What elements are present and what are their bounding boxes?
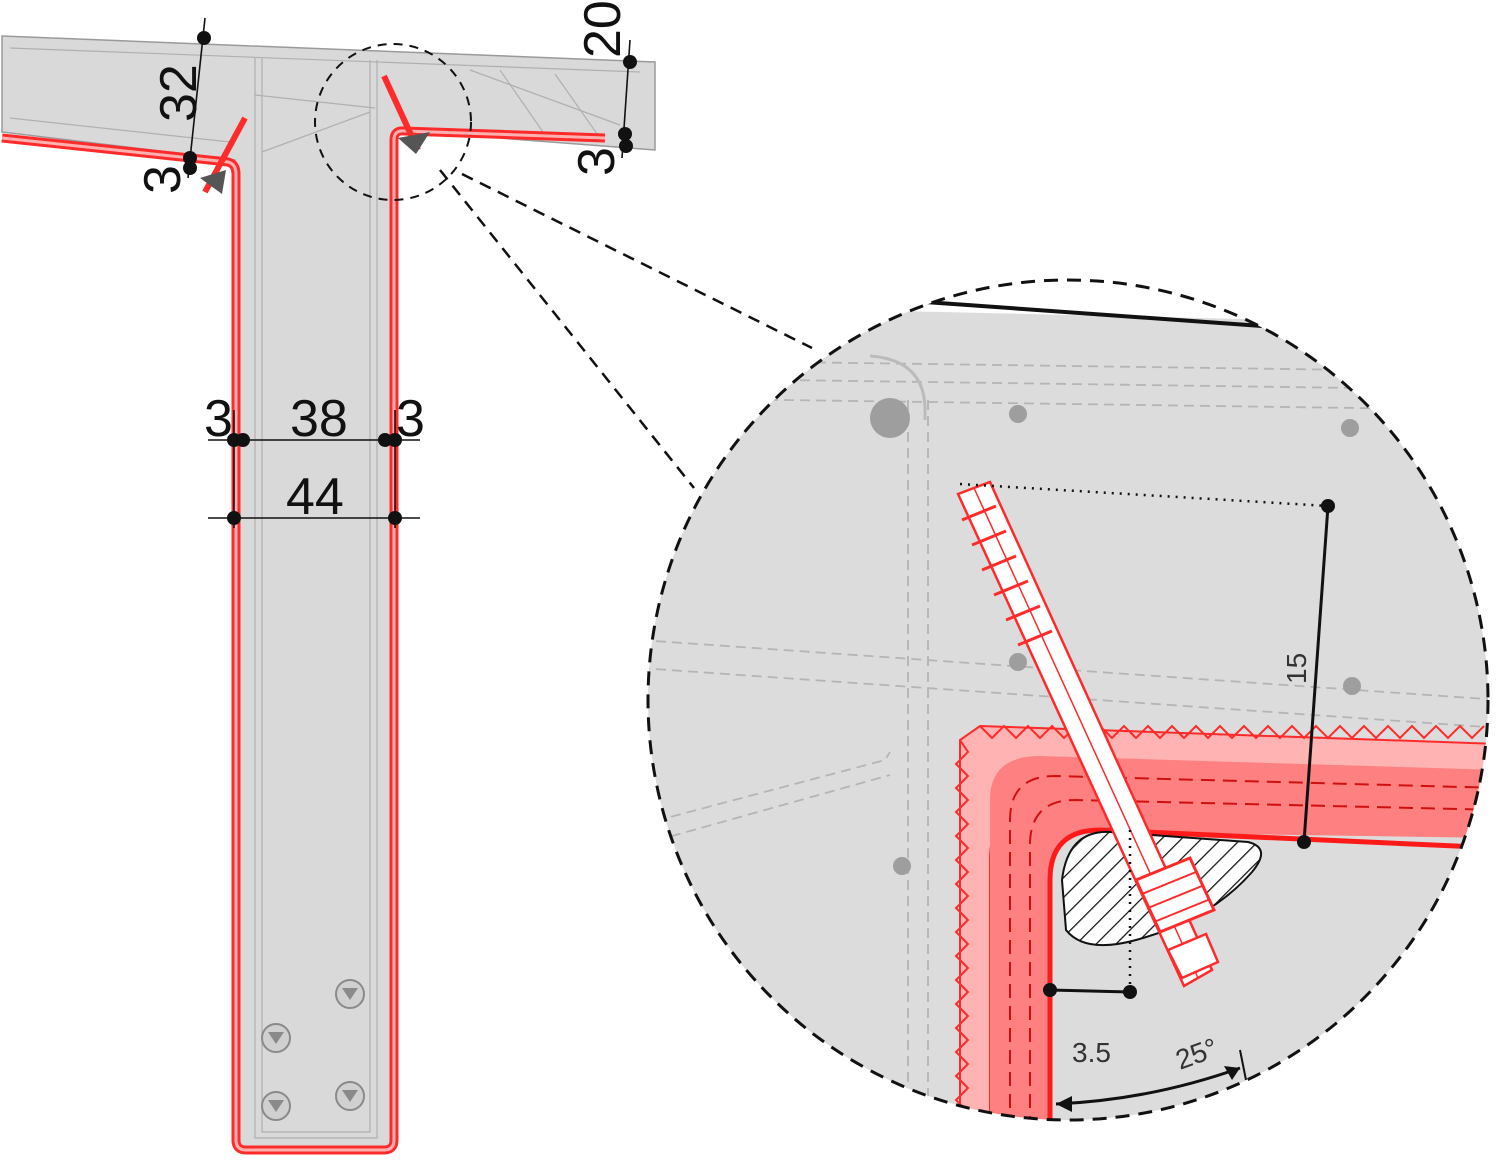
dim-web-width: 38: [290, 390, 348, 448]
t-beam-section: [1, 35, 656, 1155]
anchor-bolt: [956, 480, 1220, 988]
dim-total-width: 44: [286, 468, 344, 526]
dimension-markers: [183, 31, 637, 525]
anchor-detail-view: 15 3.5 25°: [646, 278, 1490, 1122]
concrete-section: [1, 35, 656, 1149]
frp-anchor-left: [200, 116, 248, 194]
dim-web-frp-right: 3: [396, 390, 425, 448]
detail-edge-offset: 3.5: [1072, 1037, 1111, 1068]
detail-embed-depth: 15: [1281, 653, 1312, 684]
frp-anchor-right: [381, 74, 430, 154]
detail-callout-circle: [314, 43, 472, 201]
dim-frp-left: 3: [134, 165, 192, 194]
dim-web-frp-left: 3: [204, 390, 233, 448]
detail-leader-lines: [439, 169, 813, 489]
detail-view-boundary: [646, 278, 1490, 1122]
frp-layer-inner: [990, 756, 1488, 1120]
dim-frp-right: 3: [568, 147, 626, 176]
dim-flange-edge: 20: [574, 0, 632, 58]
reinforcement-lines: [9, 47, 641, 1139]
dim-flange-depth: 32: [150, 64, 208, 122]
